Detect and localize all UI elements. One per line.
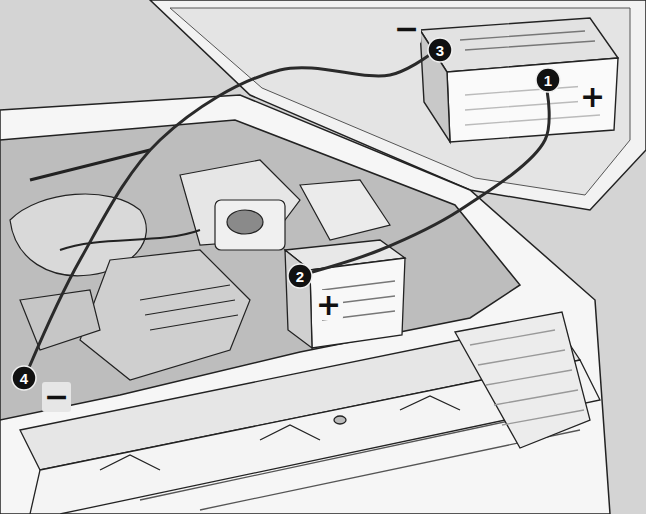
illustration-part [80, 250, 250, 380]
callout-number: 2 [287, 263, 313, 289]
donor-battery [420, 18, 618, 142]
illustration-part [300, 180, 390, 240]
illustration-part [310, 258, 405, 348]
callout-number: 3 [427, 37, 453, 63]
callout-disc [536, 68, 560, 92]
callout-number-text: 3 [436, 43, 444, 58]
illustration-part [100, 396, 460, 470]
illustration-part [460, 31, 595, 50]
callout-number-text: 4 [20, 371, 28, 386]
polarity-sign: + [578, 82, 607, 112]
illustration-part [285, 250, 312, 348]
car-battery [285, 240, 405, 348]
illustration-part [334, 416, 346, 424]
illustration-part [140, 285, 238, 330]
callout-number: 1 [535, 67, 561, 93]
illustration-part [447, 58, 618, 142]
callout-number-text: 1 [544, 73, 552, 88]
illustration-part [215, 200, 285, 250]
callout-number: 4 [11, 365, 37, 391]
polarity-sign: − [42, 382, 71, 412]
callout-number-text: 2 [296, 269, 304, 284]
illustration-part [455, 312, 590, 448]
illustration-part [470, 330, 584, 425]
polarity-sign: + [314, 290, 343, 320]
illustration-part [30, 150, 150, 180]
headlight [455, 312, 590, 448]
jumper-cable [30, 56, 429, 366]
illustration-part [227, 210, 263, 234]
car-body [0, 95, 610, 514]
jumper-cable [312, 93, 549, 272]
callout-disc [12, 366, 36, 390]
illustration-part [60, 230, 200, 250]
callout-disc [288, 264, 312, 288]
callout-disc [428, 38, 452, 62]
polarity-sign: − [392, 14, 421, 44]
